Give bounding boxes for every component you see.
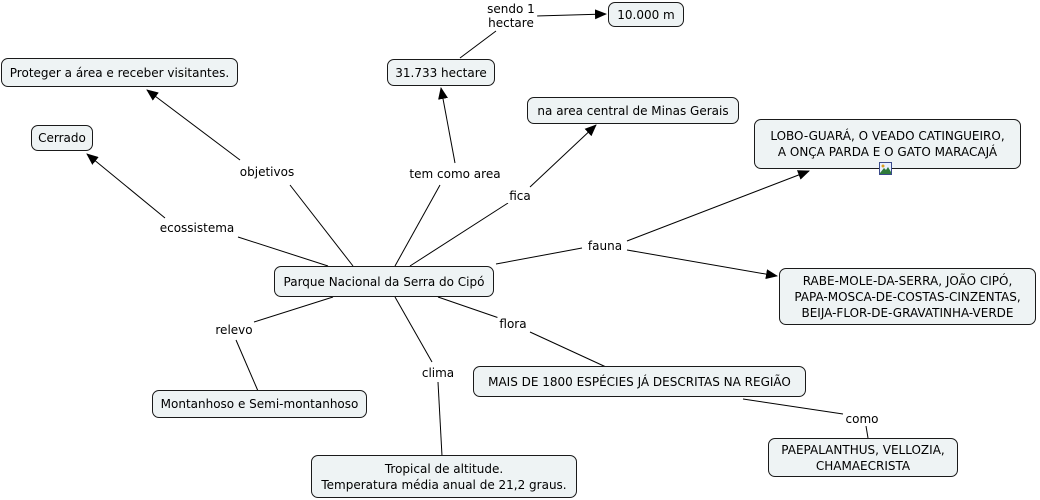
- edge-center-flora: [437, 296, 500, 319]
- edge-como-example: [865, 425, 869, 439]
- edge-center-area: [394, 184, 441, 267]
- link-fauna[interactable]: fauna: [585, 239, 625, 253]
- link-ecossistema[interactable]: ecossistema: [157, 221, 237, 235]
- edge-center-ecossistema: [237, 236, 329, 267]
- link-tem-como-area[interactable]: tem como area: [407, 167, 503, 181]
- edge-clima-tropical: [437, 381, 443, 457]
- link-sendo-1-hectare[interactable]: sendo 1 hectare: [485, 2, 537, 30]
- concept-cerrado[interactable]: Cerrado: [31, 125, 93, 151]
- edge-ecossistema-cerrado: [86, 153, 166, 219]
- edge-flora-concept: [529, 331, 607, 368]
- edge-center-clima: [394, 296, 433, 363]
- edge-center-fauna: [495, 247, 583, 265]
- edge-objetivos-proteger: [146, 89, 241, 161]
- concept-fauna-aves[interactable]: RABE-MOLE-DA-SERRA, JOÃO CIPÓ, PAPA-MOSC…: [779, 268, 1036, 325]
- concept-relevo-montanhoso[interactable]: Montanhoso e Semi-montanhoso: [152, 390, 367, 418]
- edge-flora-como: [742, 398, 844, 415]
- link-como[interactable]: como: [843, 412, 881, 426]
- edge-center-relevo: [253, 296, 334, 323]
- edge-sendo-metros: [535, 9, 607, 20]
- link-relevo[interactable]: relevo: [213, 323, 255, 337]
- edge-relevo-montanhoso: [235, 339, 259, 392]
- concept-parque-nacional[interactable]: Parque Nacional da Serra do Cipó: [274, 266, 494, 297]
- concept-flora-especies[interactable]: PAEPALANTHUS, VELLOZIA, CHAMAECRISTA: [768, 438, 958, 477]
- concept-flora[interactable]: MAIS DE 1800 ESPÉCIES JÁ DESCRITAS NA RE…: [473, 366, 806, 397]
- concept-fauna-mamiferos[interactable]: LOBO-GUARÁ, O VEADO CATINGUEIRO, A ONÇA …: [754, 119, 1021, 169]
- image-icon[interactable]: [879, 162, 892, 175]
- edge-fica-minas: [529, 124, 597, 188]
- edge-area-value: [438, 87, 456, 164]
- concept-minas-gerais[interactable]: na area central de Minas Gerais: [527, 97, 739, 124]
- link-fica[interactable]: fica: [507, 189, 533, 203]
- link-objetivos[interactable]: objetivos: [237, 165, 297, 179]
- edge-fauna-fauna1: [626, 170, 810, 242]
- concept-10000m[interactable]: 10.000 m: [608, 2, 684, 27]
- edge-fauna-fauna2: [626, 249, 778, 280]
- edge-center-objetivos: [289, 184, 354, 267]
- concept-area-hectare[interactable]: 31.733 hectare: [387, 59, 495, 86]
- concept-clima-tropical[interactable]: Tropical de altitude. Temperatura média …: [311, 455, 577, 498]
- edge-area-sendo: [459, 30, 497, 59]
- link-clima[interactable]: clima: [419, 366, 457, 380]
- link-flora[interactable]: flora: [497, 317, 529, 331]
- concept-proteger[interactable]: Proteger a área e receber visitantes.: [1, 58, 238, 87]
- edge-center-fica: [409, 202, 509, 267]
